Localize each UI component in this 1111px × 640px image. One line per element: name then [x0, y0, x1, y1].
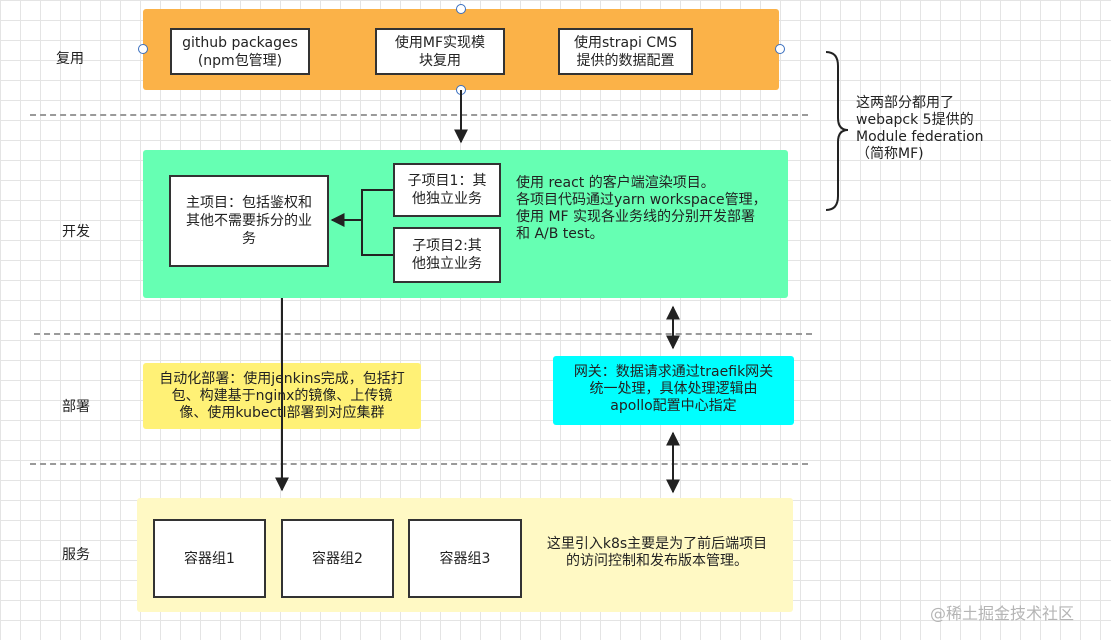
connector-sub2 [361, 220, 393, 256]
reuse-item-strapi-cms[interactable]: 使用strapi CMS 提供的数据配置 [558, 28, 693, 75]
gateway-box[interactable] [553, 356, 794, 425]
container-group-3[interactable]: 容器组3 [408, 519, 522, 598]
reuse-item-mf-module[interactable]: 使用MF实现模 块复用 [375, 28, 505, 75]
separator-3 [30, 463, 808, 465]
curly-brace [825, 51, 849, 211]
sub-project-1-box[interactable]: 子项目1：其 他独立业务 [393, 163, 501, 217]
sub-project-2-box[interactable]: 子项目2:其 他独立业务 [393, 227, 501, 283]
selection-handle-top[interactable] [456, 4, 466, 14]
container-group-2[interactable]: 容器组2 [281, 519, 394, 598]
main-project-box[interactable]: 主项目：包括鉴权和 其他不需要拆分的业 务 [169, 175, 329, 267]
brace-note: 这两部分都用了 webapck 5提供的 Module federation （… [856, 95, 984, 162]
selection-handle-right[interactable] [775, 44, 785, 54]
dev-note: 使用 react 的客户端渲染项目。 各项目代码通过yarn workspace… [516, 175, 767, 242]
separator-1 [30, 114, 808, 116]
gateway-text: 网关：数据请求通过traefik网关 统一处理，具体处理逻辑由 apollo配置… [573, 364, 774, 414]
container-group-1[interactable]: 容器组1 [153, 519, 266, 598]
separator-2 [34, 333, 812, 335]
service-note: 这里引入k8s主要是为了前后端项目 的访问控制和发布版本管理。 [546, 536, 768, 569]
selection-handle-left[interactable] [138, 44, 148, 54]
reuse-item-github-packages[interactable]: github packages (npm包管理) [170, 28, 310, 75]
row-label-reuse: 复用 [56, 51, 84, 67]
connector-sub1 [361, 189, 393, 220]
row-label-deploy: 部署 [62, 399, 90, 415]
watermark: @稀土掘金技术社区 [930, 604, 1075, 623]
row-label-service: 服务 [62, 547, 90, 563]
row-label-dev: 开发 [62, 224, 90, 240]
